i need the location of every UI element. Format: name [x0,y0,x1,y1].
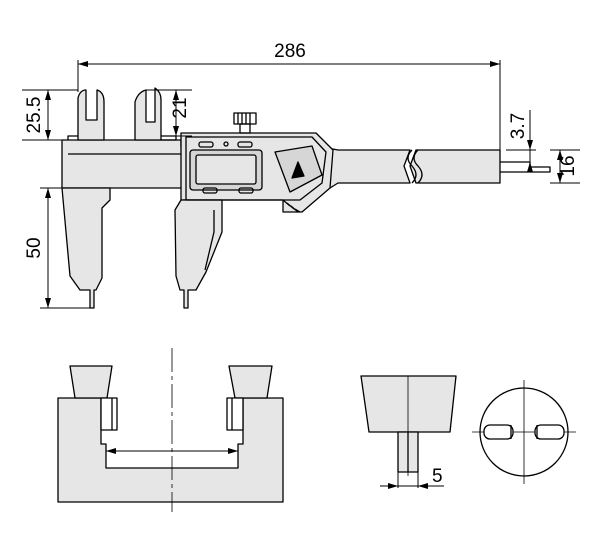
left-measuring-jaw [69,365,113,399]
display-screen [195,154,257,185]
jaw-section-view [57,348,284,512]
round-section-view [472,380,576,484]
caliper-body [61,87,501,309]
left-key [483,424,514,440]
button-top-right [237,141,253,148]
arrowheads [45,61,563,489]
button-bottom-left [202,187,218,194]
dim-upper-jaw-depth: 25.5 [24,97,45,134]
u-channel [57,397,284,503]
break-mark [407,149,417,184]
button-bottom-right [238,187,254,194]
sliding-upper-jaw [134,87,162,141]
thumb-knob [233,112,257,134]
right-jaw-blade [226,397,244,431]
right-measuring-jaw [228,365,273,399]
depth-rod [500,161,551,173]
dim-beam-width: 16 [558,155,579,176]
dim-overall-length: 286 [274,41,306,62]
display-bezel [185,136,327,201]
dim-50-line [40,187,90,309]
dim-3-7-line [499,110,536,162]
button-top-left [198,141,214,148]
fixed-upper-jaw [77,89,105,141]
blade-section-view [360,375,457,488]
sliding-lower-jaw [174,199,223,309]
dim-upper-jaw-inner: 21 [170,97,191,118]
dim-lower-jaw-depth: 50 [24,237,45,258]
dim-286-line [77,60,501,150]
right-key [534,424,565,440]
dim-depth-rod-offset: 3.7 [508,113,529,139]
beam-end [409,149,501,184]
thumb-roller [282,199,301,213]
arrow-icon [291,161,305,179]
fixed-lower-jaw [61,187,111,309]
dim-blade-thickness: 5 [432,466,443,487]
left-jaw-blade [100,397,118,431]
blade-head [360,375,457,433]
